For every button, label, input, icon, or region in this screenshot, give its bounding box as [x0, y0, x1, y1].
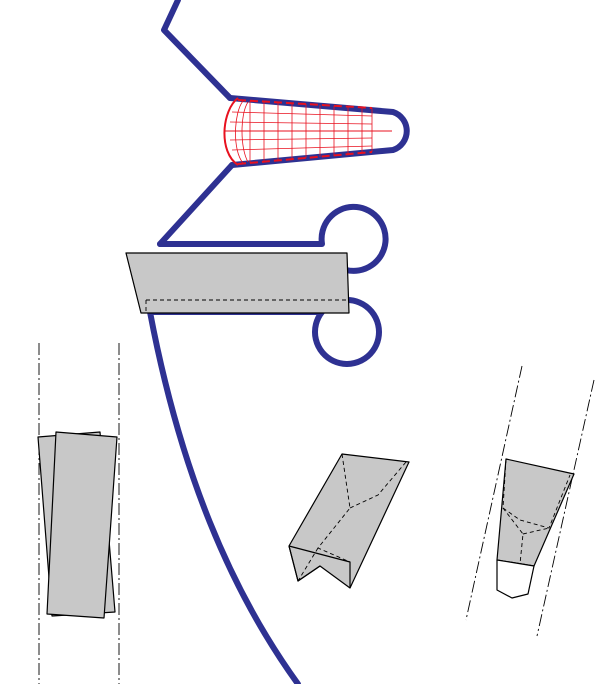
perspective-tooth-tip — [496, 559, 535, 599]
insert-pocket-assembly — [125, 203, 389, 367]
tooth-angled-view — [288, 453, 410, 589]
perspective-centerline-right — [536, 379, 595, 637]
front-view-front-tooth — [46, 431, 118, 619]
pocket-lower-outline — [147, 296, 382, 367]
blade-gullet-upper — [161, 0, 233, 101]
cutter-hatching — [229, 100, 373, 164]
perspective-tooth-hidden-edges-2 — [502, 474, 571, 529]
perspective-centerline-left — [465, 365, 523, 621]
perspective-tooth-body — [496, 458, 575, 567]
gray-insert — [125, 252, 350, 314]
tooth-perspective-view — [465, 365, 595, 637]
upper-cutter-slot — [227, 95, 410, 168]
perspective-tooth-hidden-edge-3 — [522, 527, 550, 535]
cutter-bottom-edge — [237, 151, 373, 165]
blade-back-curve — [147, 309, 301, 684]
angled-tooth-hidden-edges — [317, 453, 351, 563]
angled-tooth-hidden-edges-2 — [349, 461, 407, 509]
perspective-tooth-hidden-edges — [502, 458, 524, 565]
blade-gullet-middle — [157, 162, 235, 247]
tooth-front-view — [37, 343, 120, 684]
red-cylindrical-cutter — [223, 97, 392, 166]
pocket-upper-outline — [157, 203, 389, 274]
cutter-top-edge — [237, 99, 373, 109]
saw-blade-outline — [147, 0, 301, 684]
angled-tooth-body — [288, 453, 410, 589]
upper-slot-outline — [227, 95, 410, 168]
